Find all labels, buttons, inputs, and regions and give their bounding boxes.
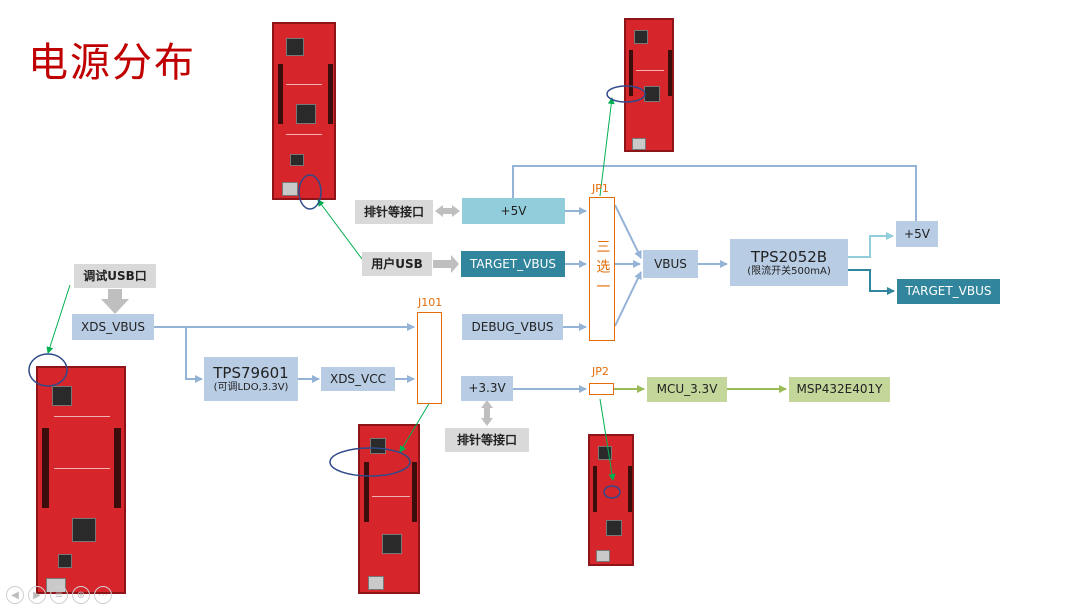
board-image-top-left <box>272 22 336 200</box>
debug-usb-arrow <box>101 289 129 314</box>
mcu-3v3-box: MCU_3.3V <box>647 377 727 402</box>
highlight-circle-debug-usb <box>28 353 68 387</box>
tps2052b-box: TPS2052B (限流开关500mA) <box>730 239 848 286</box>
j101-connector <box>417 312 442 404</box>
board-image-bottom-right <box>588 434 634 566</box>
tps79601-title: TPS79601 <box>213 364 289 382</box>
zoom-icon[interactable]: ⊕ <box>72 586 90 604</box>
plus5v-input-box: +5V <box>462 198 565 224</box>
jp2-jumper <box>589 383 614 395</box>
plus5v-output-box: +5V <box>896 221 938 247</box>
j101-label: J101 <box>418 296 443 309</box>
msp432-box: MSP432E401Y <box>789 377 890 402</box>
tps2052b-title: TPS2052B <box>750 247 828 266</box>
more-icon[interactable]: ⋯ <box>94 586 112 604</box>
prev-icon[interactable]: ◀ <box>6 586 24 604</box>
highlight-circle-jp2 <box>603 485 621 499</box>
highlight-circle-j101 <box>329 447 411 477</box>
target-vbus-output-box: TARGET_VBUS <box>897 279 1000 304</box>
header-interface-bottom: 排针等接口 <box>445 428 529 452</box>
jp2-label: JP2 <box>592 365 609 378</box>
target-vbus-input-box: TARGET_VBUS <box>461 251 565 277</box>
jp1-text: 三选一 <box>594 239 611 299</box>
user-usb-arrow <box>433 255 459 273</box>
next-icon[interactable]: ▶ <box>28 586 46 604</box>
page-title: 电源分布 <box>28 40 196 86</box>
header-interface-top: 排针等接口 <box>355 200 433 224</box>
xds-vcc-box: XDS_VCC <box>321 367 395 391</box>
board-image-top-right <box>624 18 674 152</box>
xds-vbus-box: XDS_VBUS <box>72 314 154 340</box>
debug-usb-label: 调试USB口 <box>74 264 156 288</box>
jp1-label: JP1 <box>592 182 609 195</box>
jp1-selector: 三选一 <box>589 197 615 341</box>
tps79601-subtitle: (可调LDO,3.3V) <box>213 382 289 393</box>
tps2052b-subtitle: (限流开关500mA) <box>747 265 831 277</box>
vbus-box: VBUS <box>643 250 698 278</box>
plus3v3-box: +3.3V <box>461 376 513 401</box>
header-top-bidir-arrow <box>435 205 460 217</box>
tps79601-box: TPS79601 (可调LDO,3.3V) <box>204 357 298 401</box>
menu-icon[interactable]: ≡ <box>50 586 68 604</box>
highlight-circle-jp1 <box>606 85 646 103</box>
debug-vbus-box: DEBUG_VBUS <box>462 314 563 340</box>
header-bottom-bidir-arrow <box>481 400 493 426</box>
user-usb-label: 用户USB <box>362 252 432 276</box>
board-image-bottom-middle <box>358 424 420 594</box>
highlight-circle-user-usb <box>298 174 322 210</box>
